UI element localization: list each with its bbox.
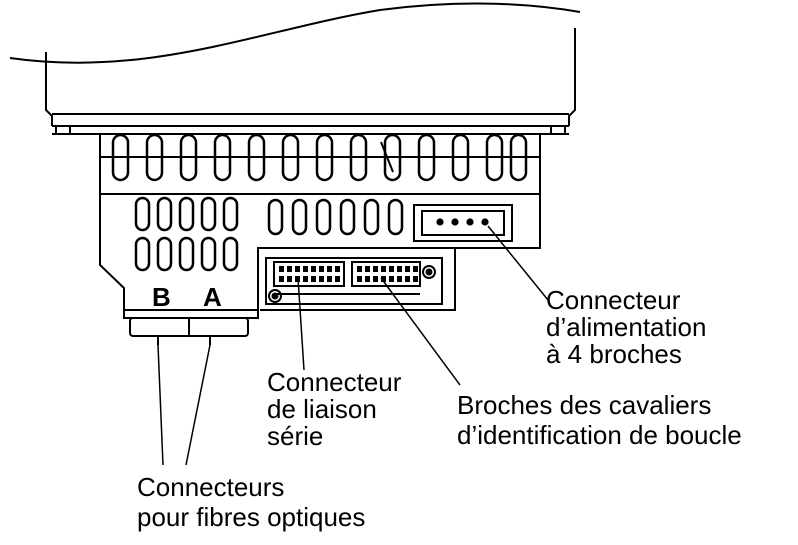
power-connector-line-3: à 4 broches <box>546 339 682 369</box>
left-vent-slots <box>134 196 239 272</box>
loop-id-jumpers-line-1: Broches des cavaliers <box>457 390 711 420</box>
leader-lines <box>157 225 549 466</box>
device-housing <box>9 2 581 345</box>
leader-jumpers <box>380 277 461 386</box>
fiber-connectors-line-2: pour fibres optiques <box>137 502 365 532</box>
left-clip <box>55 125 71 135</box>
port-a-label: A <box>203 282 222 312</box>
loop-id-jumpers-label: Broches des cavaliers d’identification d… <box>457 390 742 450</box>
leader-power <box>487 225 549 301</box>
housing-right-wall <box>568 28 576 126</box>
serial-connector-line-2: de liaison <box>267 394 377 424</box>
serial-connector-label: Connecteur de liaison série <box>267 367 409 451</box>
screw-left <box>268 289 282 303</box>
power-connector <box>413 204 513 242</box>
leader-serial <box>297 277 305 371</box>
serial-header <box>273 261 345 287</box>
power-connector-line-2: d’alimentation <box>546 312 706 342</box>
fiber-connectors-line-1: Connecteurs <box>137 472 284 502</box>
top-vent-slots <box>100 133 540 182</box>
power-connector-label: Connecteur d’alimentation à 4 broches <box>546 285 714 369</box>
serial-connector-line-3: série <box>267 421 323 451</box>
leader-fiber-a <box>185 344 211 466</box>
jumper-header <box>351 261 421 287</box>
loop-id-jumpers-line-2: d’identification de boucle <box>457 420 742 450</box>
header-pins <box>279 266 418 282</box>
housing-top-curve <box>9 2 581 64</box>
right-clip <box>550 125 566 135</box>
serial-connector-line-1: Connecteur <box>267 367 402 397</box>
fiber-connectors-label: Connecteurs pour fibres optiques <box>137 472 365 532</box>
screw-right <box>422 265 436 279</box>
middle-vent-slots <box>267 198 404 236</box>
housing-left-wall <box>45 52 53 126</box>
power-connector-line-1: Connecteur <box>546 285 681 315</box>
leader-fiber-b <box>157 344 164 466</box>
port-b-label: B <box>152 282 171 312</box>
